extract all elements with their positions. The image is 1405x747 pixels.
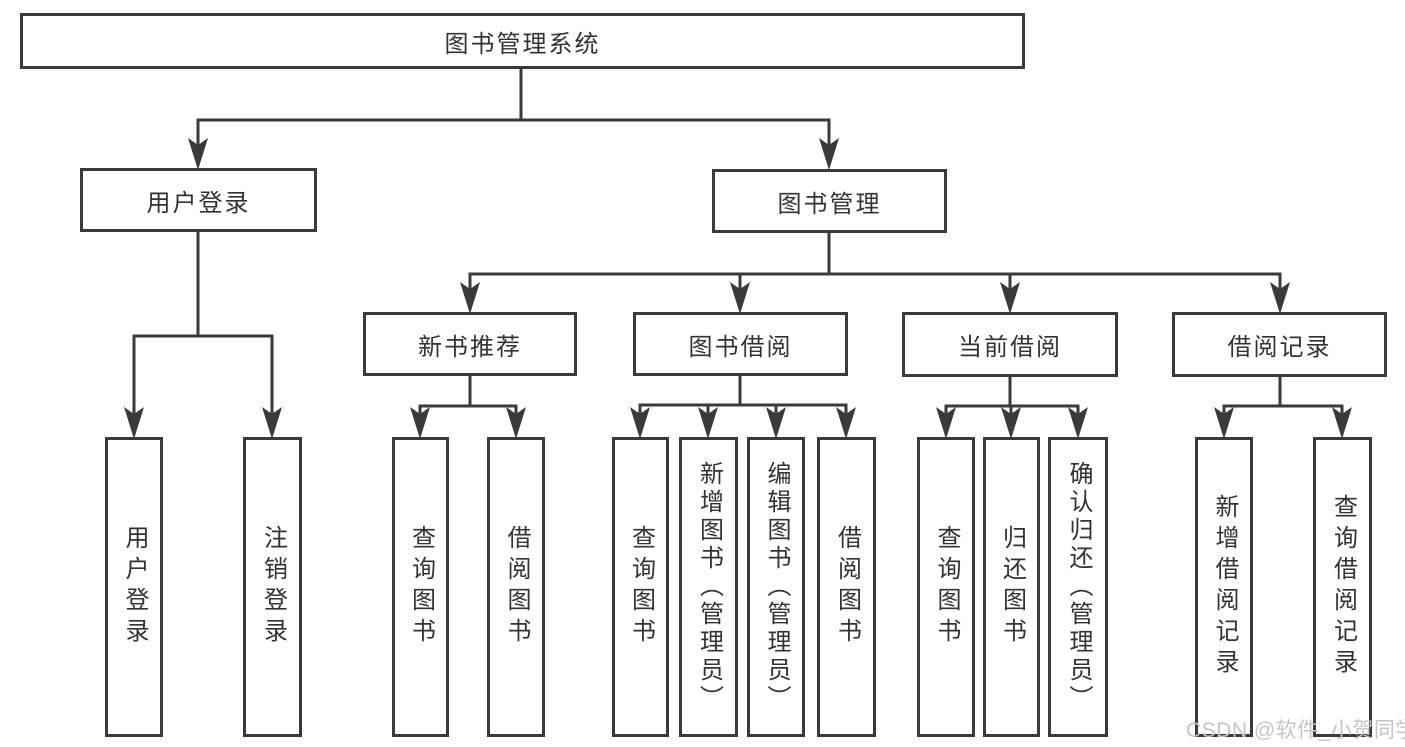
leaf-user-login: 用户登录 (105, 437, 163, 737)
leaf-add-borrow-record: 新增借阅记录 (1195, 437, 1253, 737)
node-library-management-system: 图书管理系统 (20, 13, 1025, 69)
node-user-login: 用户登录 (80, 168, 317, 232)
node-current-borrowing: 当前借阅 (902, 312, 1118, 377)
watermark: CSDN @软件_小贺同学 (1186, 719, 1405, 742)
leaf-edit-book-admin: 编辑图书（管理员） (747, 437, 805, 737)
node-new-book-recommend: 新书推荐 (363, 312, 577, 376)
leaf-add-book-admin: 新增图书（管理员） (679, 437, 738, 737)
leaf-return-book: 归还图书 (983, 437, 1040, 737)
leaf-borrow-book-recommend: 借阅图书 (487, 437, 545, 737)
leaf-logout: 注销登录 (243, 437, 302, 737)
node-book-borrowing: 图书借阅 (633, 312, 848, 376)
leaf-query-book-current: 查询图书 (917, 437, 975, 737)
node-borrow-records: 借阅记录 (1172, 312, 1387, 377)
leaf-query-book-recommend: 查询图书 (392, 437, 449, 737)
node-book-management: 图书管理 (712, 169, 947, 233)
leaf-borrow-book: 借阅图书 (817, 437, 876, 737)
leaf-query-book-borrowing: 查询图书 (612, 437, 669, 737)
leaf-confirm-return-admin: 确认归还（管理员） (1048, 437, 1108, 737)
leaf-query-borrow-record: 查询借阅记录 (1313, 437, 1372, 737)
